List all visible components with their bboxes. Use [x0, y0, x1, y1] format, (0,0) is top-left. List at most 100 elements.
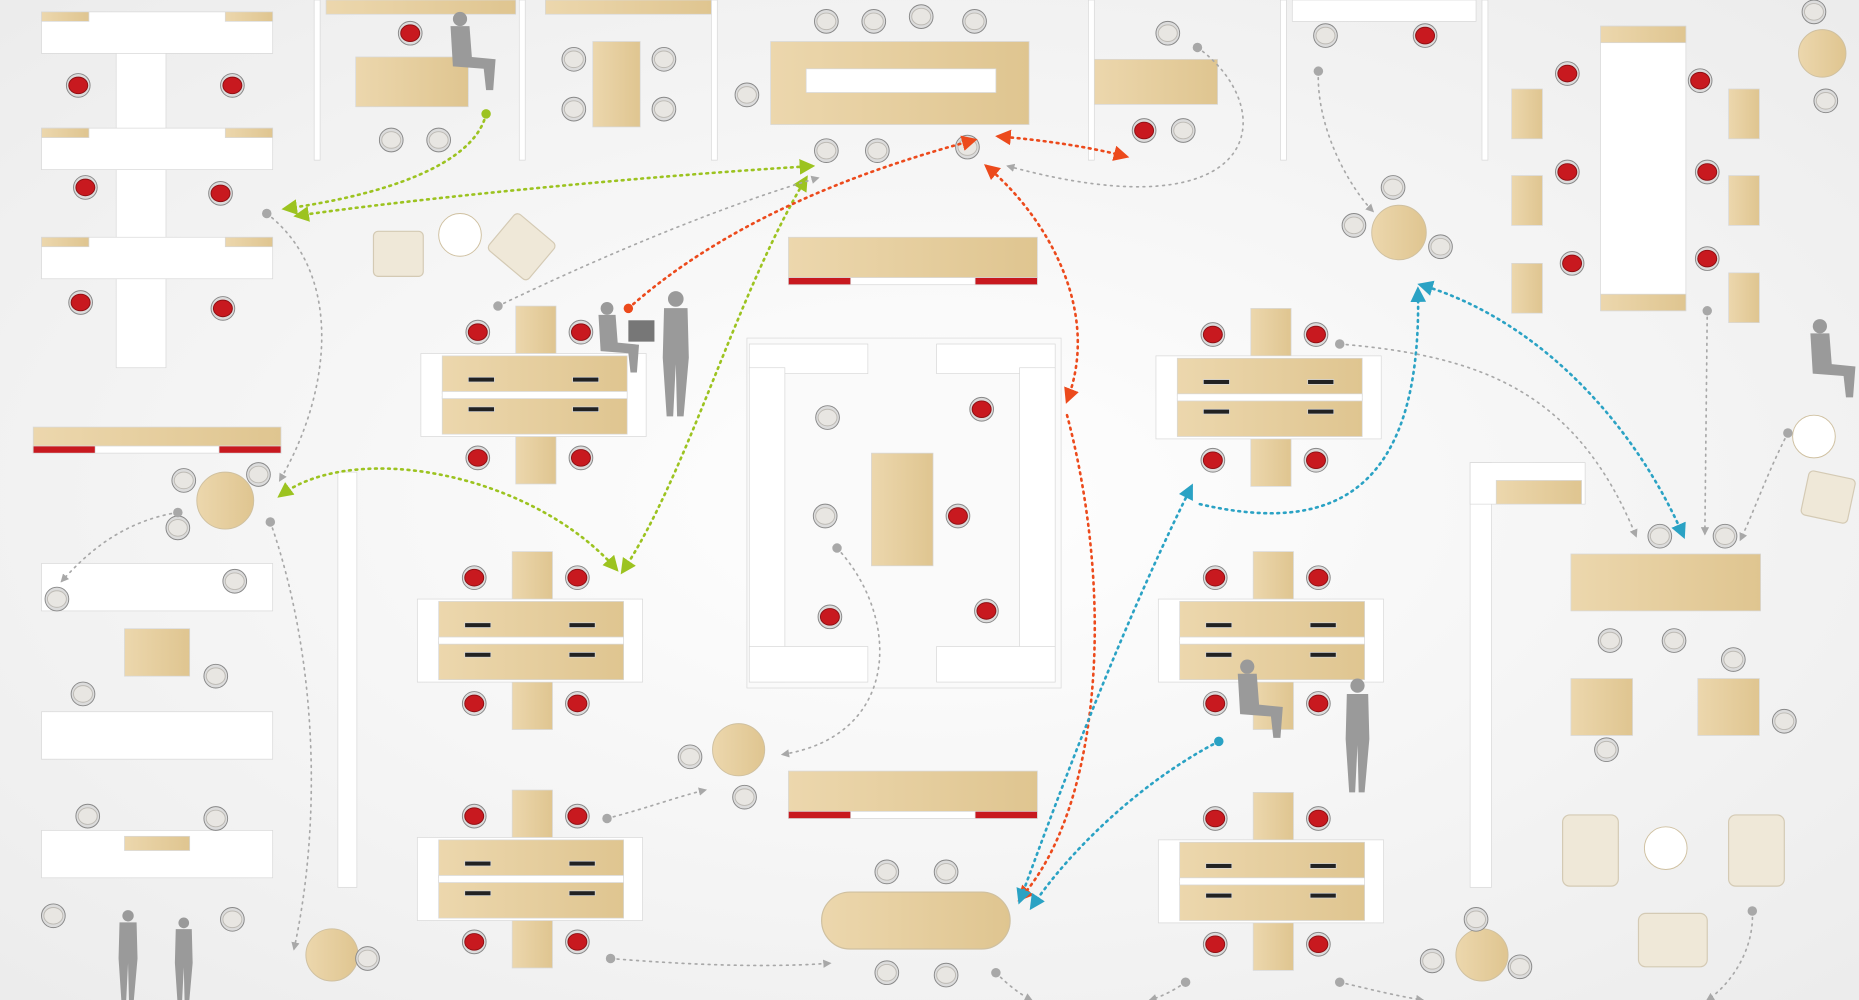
chair — [41, 903, 66, 929]
chair — [1597, 628, 1623, 653]
wall-partition — [710, 0, 718, 161]
chair — [1463, 906, 1489, 932]
chair — [1170, 118, 1196, 143]
shelf — [545, 0, 712, 15]
chair — [568, 319, 594, 345]
chair-seat — [817, 408, 838, 427]
chair-seat — [1600, 631, 1620, 650]
chair-seat — [1649, 527, 1670, 545]
chair — [561, 96, 587, 122]
chair — [426, 127, 451, 153]
chair-seat — [1343, 216, 1364, 235]
chair — [962, 9, 987, 34]
chair-seat — [976, 602, 997, 620]
chair — [1303, 447, 1329, 473]
person-silhouette-icon — [1810, 319, 1856, 398]
chair-seat — [428, 131, 449, 149]
flow-origin-dot — [265, 517, 276, 527]
ottoman — [1800, 470, 1856, 524]
chair — [75, 803, 101, 829]
flow-origin-dot — [832, 543, 842, 553]
chair-seat — [212, 299, 233, 318]
office-table — [592, 41, 641, 128]
chair-seat — [867, 141, 888, 160]
chair — [68, 290, 93, 315]
flow-arrow-icon — [1739, 432, 1789, 542]
flow-origin-dot — [623, 303, 634, 314]
desk-top — [1176, 398, 1363, 437]
chair-seat — [816, 141, 837, 160]
chair — [222, 568, 248, 594]
screen-divider — [1179, 877, 1365, 886]
chair — [1720, 647, 1746, 672]
chair-seat — [911, 7, 932, 26]
chair-seat — [1697, 163, 1718, 181]
workstation-spine — [115, 11, 167, 369]
chair — [1303, 322, 1329, 347]
chair — [732, 784, 757, 810]
round-table — [438, 213, 482, 257]
chair-seat — [1664, 631, 1685, 650]
chair — [565, 565, 590, 591]
chair — [220, 73, 245, 98]
flow-origin-dot — [481, 109, 491, 119]
chair — [378, 127, 404, 153]
chair-seat — [819, 608, 840, 626]
chair-seat — [1205, 935, 1226, 954]
chair-seat — [1308, 935, 1329, 954]
chair-seat — [46, 590, 67, 608]
chair — [165, 515, 191, 541]
flow-arrow-icon — [265, 212, 323, 482]
chair — [65, 73, 91, 98]
chair-seat — [1134, 121, 1155, 140]
chair-seat — [936, 966, 957, 984]
flow-arrow-icon — [60, 511, 179, 583]
flow-arrow-icon — [1198, 286, 1427, 515]
keyboard — [467, 406, 495, 412]
keyboard — [464, 890, 492, 896]
chair — [1200, 447, 1226, 473]
chair-seat — [1205, 568, 1226, 587]
chair-seat — [1557, 64, 1578, 83]
desk-edge — [224, 11, 274, 22]
person-silhouette-icon — [1345, 678, 1370, 793]
chair — [814, 138, 839, 163]
flow-arrow-icon — [606, 787, 708, 820]
keyboard — [1309, 892, 1337, 899]
chair-seat — [876, 863, 897, 881]
workstation-cluster — [1157, 792, 1384, 971]
chair-seat — [971, 400, 992, 419]
lounge-chair — [1727, 814, 1785, 887]
chair-seat — [1157, 24, 1178, 42]
desk-edge — [41, 127, 90, 138]
chair-seat — [563, 50, 584, 69]
flow-arrow-icon — [1338, 981, 1425, 1000]
chair — [933, 859, 959, 885]
team-table — [1600, 25, 1687, 312]
flow-origin-dot — [1180, 977, 1191, 987]
chair — [1202, 806, 1228, 831]
chair — [1202, 691, 1228, 716]
flow-arrow-icon — [620, 175, 808, 575]
keyboard — [467, 376, 495, 383]
keyboard — [568, 890, 596, 896]
chair — [565, 929, 590, 955]
room-desk — [748, 367, 786, 683]
chair-seat — [205, 667, 226, 685]
chair — [677, 744, 703, 770]
chair — [561, 46, 587, 72]
chair-seat — [1562, 254, 1583, 273]
flow-arrow-icon — [780, 547, 881, 758]
keyboard — [572, 406, 600, 412]
wall-partition — [518, 0, 526, 161]
chair — [461, 803, 487, 829]
chair — [1555, 61, 1580, 86]
desk-top — [1179, 601, 1365, 640]
chair-seat — [1422, 952, 1443, 970]
workstation-cluster — [1155, 308, 1382, 487]
flow-origin-dot — [493, 301, 503, 311]
flow-origin-dot — [1334, 339, 1345, 349]
keyboard — [1307, 408, 1335, 415]
flow-arrow-icon — [1317, 70, 1375, 213]
person-head — [452, 11, 468, 27]
